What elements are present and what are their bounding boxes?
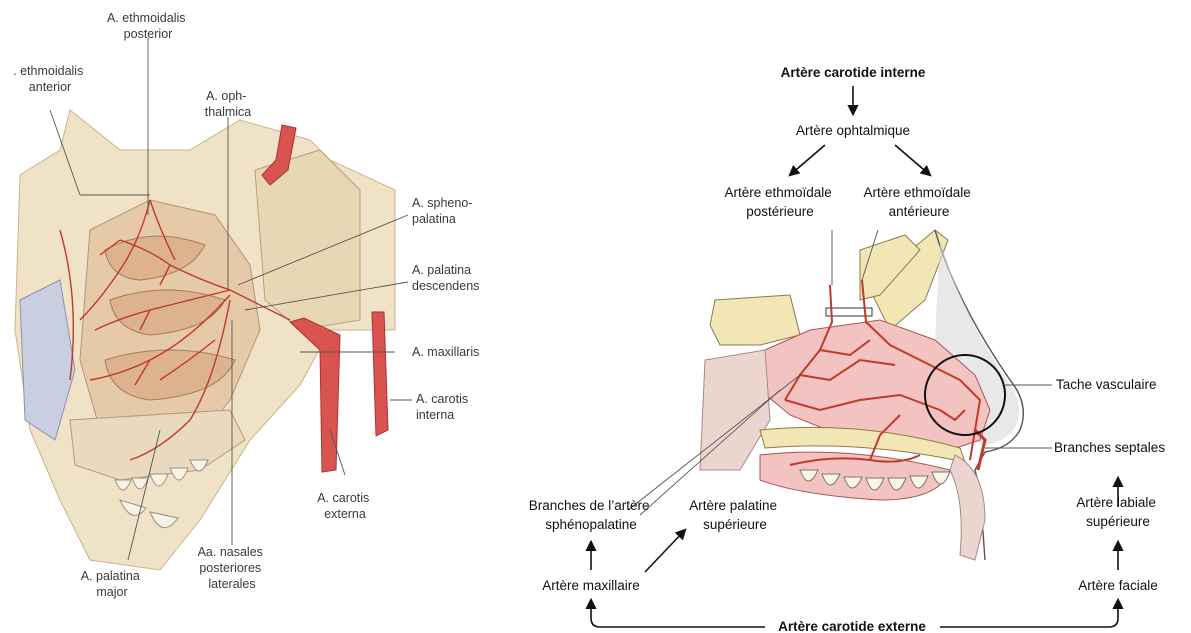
- label-maxillaris: A. maxillaris: [412, 345, 479, 359]
- label-sphenopalatina: A. spheno- palatina: [412, 196, 476, 226]
- label-tache-vasculaire: Tache vasculaire: [1056, 377, 1157, 392]
- label-ethmoidale-anterieure: Artère ethmoïdale antérieure: [863, 185, 974, 219]
- upper-lip: [950, 455, 985, 560]
- label-ethmoidalis-posterior: A. ethmoidalis posterior: [107, 11, 189, 41]
- label-ethmoidale-posterieure: Artère ethmoïdale postérieure: [724, 185, 835, 219]
- sphenoid-bone: [710, 295, 800, 345]
- label-carotis-interna: A. carotis interna: [416, 392, 472, 422]
- label-palatine-superieure: Artère palatine supérieure: [689, 498, 781, 532]
- arrow-ophthalmic-to-ethmoid-post: [790, 145, 825, 175]
- label-ophtalmique: Artère ophtalmique: [796, 123, 910, 138]
- arrow-ophthalmic-to-ethmoid-ant: [895, 145, 930, 175]
- right-schematic-panel: Artère carotide interne Artère ophtalmiq…: [529, 65, 1166, 633]
- arrow-externe-to-maxillaire: [591, 600, 765, 627]
- label-ophthalmica: A. oph- thalmica: [205, 89, 252, 119]
- arrow-maxillaire-to-palatine: [645, 530, 685, 572]
- label-ethmoidalis-anterior: . ethmoidalis anterior: [13, 64, 87, 94]
- label-branches-septales: Branches septales: [1054, 440, 1165, 455]
- label-sphenopalatine: Branches de l’artère sphénopalatine: [529, 498, 654, 532]
- label-carotide-externe: Artère carotide externe: [778, 619, 926, 633]
- label-palatina-major: A. palatina major: [81, 569, 144, 599]
- arrow-externe-to-faciale: [940, 600, 1118, 627]
- label-carotis-externa: A. carotis externa: [317, 491, 373, 521]
- internal-carotid-artery-illustration: [372, 312, 388, 436]
- label-palatina-descendens: A. palatina descendens: [412, 263, 479, 293]
- label-maxillaire: Artère maxillaire: [542, 578, 640, 593]
- label-labiale-superieure: Artère labiale supérieure: [1076, 495, 1159, 529]
- left-anatomy-panel: A. ethmoidalis posterior . ethmoidalis a…: [13, 11, 479, 599]
- label-carotide-interne: Artère carotide interne: [781, 65, 926, 80]
- label-nasales-posteriores-laterales: Aa. nasales posteriores laterales: [198, 545, 267, 591]
- label-faciale: Artère faciale: [1078, 578, 1158, 593]
